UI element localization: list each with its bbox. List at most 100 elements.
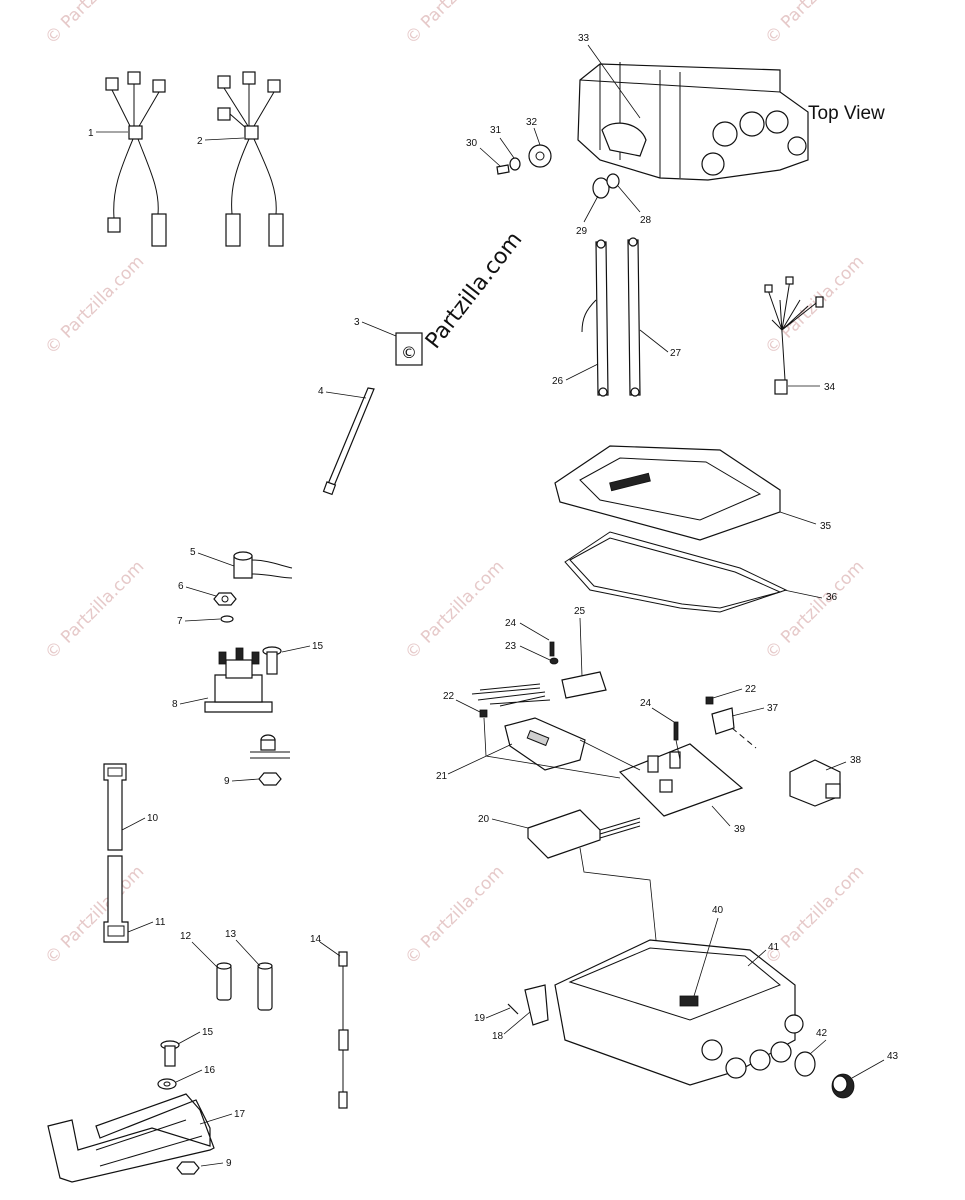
callout-41: 41 (768, 942, 780, 953)
callout-39: 39 (734, 824, 746, 835)
part-4-cable-tie (322, 387, 375, 496)
part-41-housing (554, 939, 804, 1086)
callout-20: 20 (478, 814, 490, 825)
part-20-module (527, 809, 641, 859)
callout-9-lower: 9 (226, 1158, 232, 1169)
part-13-fuse (257, 962, 273, 1011)
watermark: © Partzilla.com (41, 557, 148, 664)
callout-25: 25 (574, 606, 586, 617)
watermark: © Partzilla.com (401, 557, 508, 664)
part-17-bracket (47, 1093, 215, 1183)
part-21-bracket (504, 717, 586, 771)
watermark: © Partzilla.com (41, 252, 148, 359)
callout-33: 33 (578, 33, 590, 44)
watermark: © Partzilla.com (401, 0, 508, 49)
callout-19: 19 (474, 1013, 486, 1024)
callout-26: 26 (552, 376, 564, 387)
part-7-washer (220, 615, 234, 623)
callout-32: 32 (526, 117, 538, 128)
part-22-nut-left (479, 709, 488, 718)
watermark: © Partzilla.com (761, 0, 868, 49)
part-40-connector (679, 995, 699, 1007)
callout-3: 3 (354, 317, 360, 328)
callout-1: 1 (88, 128, 94, 139)
part-29-plug (592, 177, 610, 199)
copyright-icon: © (401, 343, 417, 362)
watermark: © Partzilla.com (41, 0, 148, 49)
part-32-grommet (528, 144, 552, 168)
part-18-clip (524, 984, 549, 1026)
part-25-module (471, 671, 607, 707)
part-8-solenoid (204, 647, 290, 786)
callout-15-lower: 15 (202, 1027, 214, 1038)
callout-22-right: 22 (745, 684, 757, 695)
part-19-pin (507, 1003, 519, 1015)
callout-27: 27 (670, 348, 682, 359)
top-view-label: Top View (808, 103, 885, 124)
part-9-nut-lower (176, 1161, 200, 1175)
callout-36: 36 (826, 592, 838, 603)
callout-38: 38 (850, 755, 862, 766)
watermark: © Partzilla.com (401, 862, 508, 969)
callout-16: 16 (204, 1065, 216, 1076)
callout-2: 2 (197, 136, 203, 147)
callout-24-right: 24 (640, 698, 652, 709)
part-23-washer (549, 657, 559, 665)
watermark: © Partzilla.com (761, 557, 868, 664)
watermark: © Partzilla.com (41, 862, 148, 969)
part-2-harness (217, 71, 284, 247)
part-24-screw-right (673, 721, 679, 741)
callout-24: 24 (505, 618, 517, 629)
callout-12: 12 (180, 931, 192, 942)
callout-14: 14 (310, 934, 322, 945)
callout-8: 8 (172, 699, 178, 710)
part-15-bolt-lower (160, 1040, 180, 1067)
callout-29: 29 (576, 226, 588, 237)
part-10-11-strap (103, 763, 129, 943)
callout-37: 37 (767, 703, 779, 714)
part-33-control-module (577, 62, 809, 181)
part-37-bracket (711, 707, 757, 749)
callout-43: 43 (887, 1051, 899, 1062)
callout-10: 10 (147, 813, 159, 824)
copyright-box (395, 332, 423, 366)
callout-5: 5 (190, 547, 196, 558)
part-27-strap (627, 237, 641, 397)
center-watermark-text: Partzilla.com (421, 227, 527, 353)
callout-40: 40 (712, 905, 724, 916)
part-24-screw (549, 641, 555, 657)
part-12-fuse (216, 962, 232, 1001)
part-5-boot (233, 551, 293, 579)
part-22-nut-right (705, 696, 714, 705)
part-35-lid (554, 445, 781, 541)
part-28-oring (606, 173, 620, 189)
part-6-nut (213, 592, 237, 606)
part-1-harness (105, 71, 167, 247)
callout-9: 9 (224, 776, 230, 787)
callout-42: 42 (816, 1028, 828, 1039)
callout-4: 4 (318, 386, 324, 397)
callout-30: 30 (466, 138, 478, 149)
callout-28: 28 (640, 215, 652, 226)
part-30-screw (496, 164, 510, 175)
part-43-nut (831, 1073, 855, 1099)
callout-13: 13 (225, 929, 237, 940)
callout-21: 21 (436, 771, 448, 782)
part-42-plug (794, 1051, 816, 1077)
callout-35: 35 (820, 521, 832, 532)
part-15-bolt (262, 646, 282, 675)
part-14-fuse-holder (338, 951, 349, 1109)
callout-34: 34 (824, 382, 836, 393)
part-36-gasket (564, 531, 788, 613)
callout-23: 23 (505, 641, 517, 652)
callout-11: 11 (155, 917, 166, 928)
part-39-circuit-board (618, 743, 744, 817)
callouts: 1 2 3 4 5 6 7 8 9 9 10 11 12 13 14 15 15… (88, 33, 899, 1169)
part-16-washer (157, 1078, 177, 1090)
callout-17: 17 (234, 1109, 246, 1120)
part-34-harness (764, 276, 824, 395)
part-26-strap (581, 239, 609, 397)
callout-7: 7 (177, 616, 183, 627)
callout-15: 15 (312, 641, 324, 652)
